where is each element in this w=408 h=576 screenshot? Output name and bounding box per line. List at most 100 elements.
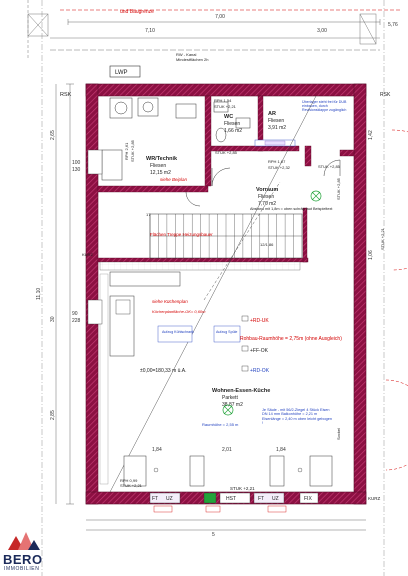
room-area-vorraum: 7,70 m2	[258, 201, 276, 207]
room-area-wohnen: 38,87 m2	[222, 402, 243, 408]
stuk-285b: STUK +2,85	[318, 164, 341, 169]
hst-label: HST	[226, 496, 236, 502]
rph-left: RPH 0,99	[120, 478, 138, 483]
aufzug-1: Aufzug Kühlschrank	[162, 330, 194, 334]
bottom-openings	[149, 492, 319, 504]
kitchen-island	[109, 271, 181, 357]
heat-pump-unit: LWP	[109, 65, 141, 78]
left-dimensions: 100 130 90 228 2,65 11,10 30 2,85	[36, 83, 81, 505]
dim-v1: 1,42	[368, 130, 374, 140]
rph-wc: RPH 1,54	[214, 98, 232, 103]
kurz-label: KURZ	[368, 496, 381, 501]
room-floor-technik: Fliesen	[150, 163, 166, 169]
bero-logo-icon	[8, 532, 40, 550]
ff-ok: +FF-OK	[250, 348, 269, 354]
rd-uk-1: +RD-UK	[250, 318, 269, 324]
door-swings	[185, 159, 341, 207]
boundary-label: und Baugrenze	[120, 9, 154, 15]
dim-left: 7,10	[145, 28, 155, 34]
sockel-right: Sockel	[336, 428, 341, 440]
bottom-tick: 5	[212, 532, 215, 538]
room-floor-wohnen: Parkett	[222, 395, 238, 401]
stuk-285c: STUK +2,85	[336, 177, 341, 200]
room-name-technik: WR/Technik	[146, 156, 178, 162]
rd-ok: +RD-OK	[250, 368, 270, 374]
aufzug-2: Aufzug Spüle	[216, 330, 237, 334]
stuk-technik: STUK +2,85	[130, 139, 135, 162]
dim-v2: 1,06	[368, 250, 374, 260]
technik-note: siehe Beiplan	[160, 177, 188, 182]
level-zero: ±0,00=180,33 m ü.A.	[140, 368, 187, 374]
kueche-note: Küchenplanfläche-OK= 0,60m	[152, 309, 206, 314]
rph-ar: RPH 1,07	[268, 159, 286, 164]
dim-side-2: 11,10	[36, 288, 42, 300]
dim-far-right: 5,76	[388, 22, 398, 28]
dim-right: 3,00	[317, 28, 327, 34]
room-name-ar: AR	[268, 111, 276, 117]
brand-sub: IMMOBILIEN	[4, 566, 40, 572]
dim-b1: 1,84	[152, 447, 162, 453]
kanal-label: RW - Kanal	[176, 52, 196, 57]
dim-left-100: 100	[72, 160, 81, 166]
fix-label: FIX	[304, 496, 312, 502]
smoke-detector-icon	[310, 190, 322, 202]
dim-side-1: 2,65	[50, 130, 56, 140]
room-area-technik: 12,15 m2	[150, 170, 171, 176]
room-floor-wc: Fliesen	[224, 121, 240, 127]
stuk-285a: STUK +2,85	[215, 150, 238, 155]
dim-b2: 1,84	[276, 447, 286, 453]
uz-right: UZ	[272, 496, 279, 502]
room-name-wohnen: Wohnen-Essen-Küche	[212, 388, 270, 394]
dim-b3: 2,01	[222, 447, 232, 453]
dim-left-228: 228	[72, 318, 81, 324]
room-name-wc: WC	[224, 114, 233, 120]
room-floor-vorraum: Fliesen	[258, 194, 274, 200]
label-rsk-right: RSK	[380, 92, 391, 98]
bottom-dimensions: 5	[86, 505, 366, 538]
ar-note: Überlager steht frei für DUB einbauen, d…	[302, 100, 346, 112]
property-boundary	[27, 0, 400, 576]
rph-technik: RPH 2,61	[124, 142, 129, 160]
room-area-wc: 1,66 m2	[224, 128, 242, 134]
smoke-detector-icon	[222, 404, 234, 416]
kueche-height: siehe Küchenplan	[152, 299, 188, 304]
label-kurz-left: KURZ	[82, 252, 93, 257]
stuk-bottom: STUK +2,21	[230, 486, 255, 491]
stuk-wc: STUK +2,21	[214, 104, 237, 109]
dim-side-4: 2,85	[50, 410, 56, 420]
dim-side-3: 30	[50, 316, 56, 322]
ft-left: FT	[152, 496, 158, 502]
right-arc	[391, 129, 408, 271]
stair-dim-b: 17	[146, 212, 151, 217]
label-rsk: RSK	[60, 92, 72, 98]
dim-left-90: 90	[72, 311, 78, 317]
stuk-left-label: STUK +2,21	[380, 227, 385, 250]
technik-fixtures	[101, 97, 251, 181]
interior-walls	[97, 95, 355, 263]
sockel-left	[99, 273, 109, 485]
stuk-left2: STUK +2,21	[120, 483, 143, 488]
label-lwp: LWP	[115, 70, 128, 76]
level-markers: +RD-UK Rohbau-Raumhöhe = 2,75m (ohne Aus…	[240, 315, 342, 374]
window-left-2	[87, 299, 103, 325]
ft-right: FT	[258, 496, 264, 502]
sauna-note: Je Säule - mit 56/2-Ziegel 4 Stück Eisen…	[262, 408, 332, 425]
raumhoehe: Raumhöhe = 2,55 m	[202, 422, 239, 427]
stuk-ar: STUK +2,32	[268, 165, 291, 170]
dim-left-130: 130	[72, 167, 81, 173]
right-arc-2	[385, 379, 408, 471]
treppe-note: Flächen Treppe Heizungsbauer	[150, 232, 213, 237]
window-left-1	[87, 149, 103, 175]
kanal-label-2: Mindestflächen 2h	[176, 57, 208, 62]
reference-lines	[109, 95, 317, 493]
room-area-ar: 3,91 m2	[268, 125, 286, 131]
room-floor-ar: Fliesen	[268, 118, 284, 124]
staircase: Abstand mit 1,8m = oben schräg laut Beis…	[99, 207, 333, 271]
top-dimensions: 7,00 7,10 3,00 5,76 und Baugrenze RW - K…	[67, 9, 398, 62]
dim-total: 7,00	[215, 14, 225, 20]
uz-left: UZ	[166, 496, 173, 502]
brand-name: BERO	[3, 552, 43, 567]
rohbau-note: Rohbau-Raumhöhe = 2,75m (ohne Ausgleich)	[240, 336, 342, 342]
stairs-note: Abstand mit 1,8m = oben schräg laut Beis…	[250, 207, 333, 211]
